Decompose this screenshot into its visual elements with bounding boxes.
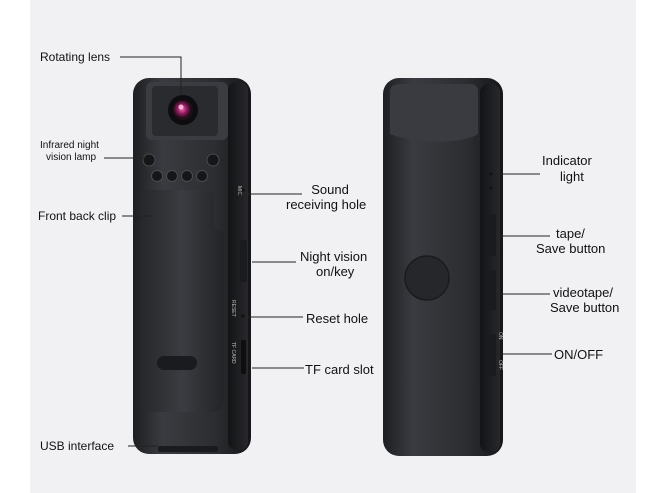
- label-tape-line1: tape/: [556, 226, 585, 241]
- label-videotape-line1: videotape/: [553, 285, 613, 300]
- label-front-back-clip: Front back clip: [38, 209, 117, 223]
- usb-port: [158, 446, 218, 452]
- tf-card-text: TF CARD: [230, 342, 236, 364]
- label-night-vision-line2: on/key: [316, 264, 355, 279]
- indicator-light: [489, 172, 493, 176]
- label-infrared-line2: vision lamp: [46, 152, 97, 163]
- infrared-lamps: [142, 153, 220, 182]
- lens-glint: [178, 104, 184, 110]
- rotating-head: [390, 84, 478, 142]
- label-rotating-lens: Rotating lens: [40, 50, 111, 64]
- label-indicator-line2: light: [560, 169, 584, 184]
- ir-lamp: [181, 170, 193, 182]
- label-night-vision-line1: Night vision: [300, 249, 368, 264]
- mic-hole: [241, 188, 245, 192]
- front-device: MIC RESET TF CARD: [133, 78, 251, 454]
- ir-lamp: [196, 170, 208, 182]
- videotape-save-button: [488, 270, 496, 310]
- indicator-light-2: [489, 186, 493, 190]
- label-videotape-line2: Save button: [550, 300, 620, 315]
- label-on-off: ON/OFF: [554, 347, 604, 362]
- callout-lines: [104, 56, 552, 447]
- back-button: [404, 255, 450, 301]
- rotating-lens-icon: [173, 100, 193, 120]
- off-text: OFF: [497, 360, 503, 370]
- back-device-side: [480, 84, 500, 452]
- ir-lamp: [166, 170, 178, 182]
- ir-lamp: [206, 153, 220, 167]
- night-vision-key: [240, 240, 247, 282]
- label-sound-line2: receiving hole: [286, 197, 367, 212]
- ir-lamp: [151, 170, 163, 182]
- mic-text: MIC: [236, 186, 242, 196]
- label-infrared-line1: Infrared night: [40, 140, 99, 151]
- label-tape-line2: Save button: [536, 241, 606, 256]
- front-back-clip: [140, 190, 224, 412]
- on-text: ON: [497, 332, 503, 340]
- reset-text: RESET: [230, 300, 236, 317]
- tape-save-button: [488, 214, 496, 256]
- ir-lamp: [142, 153, 156, 167]
- label-sound-line1: Sound: [311, 182, 349, 197]
- on-off-switch: [488, 334, 496, 376]
- clip-slot: [157, 356, 197, 370]
- label-reset-hole: Reset hole: [306, 311, 369, 326]
- tf-card-slot: [241, 340, 246, 374]
- label-usb-interface: USB interface: [40, 439, 115, 453]
- background-panel: [30, 0, 636, 493]
- reset-hole: [241, 314, 245, 318]
- callout-rotating-lens: [120, 56, 182, 96]
- back-device: ON OFF: [383, 78, 503, 456]
- label-tf-card-slot: TF card slot: [305, 362, 374, 377]
- label-indicator-line1: Indicator: [542, 153, 592, 168]
